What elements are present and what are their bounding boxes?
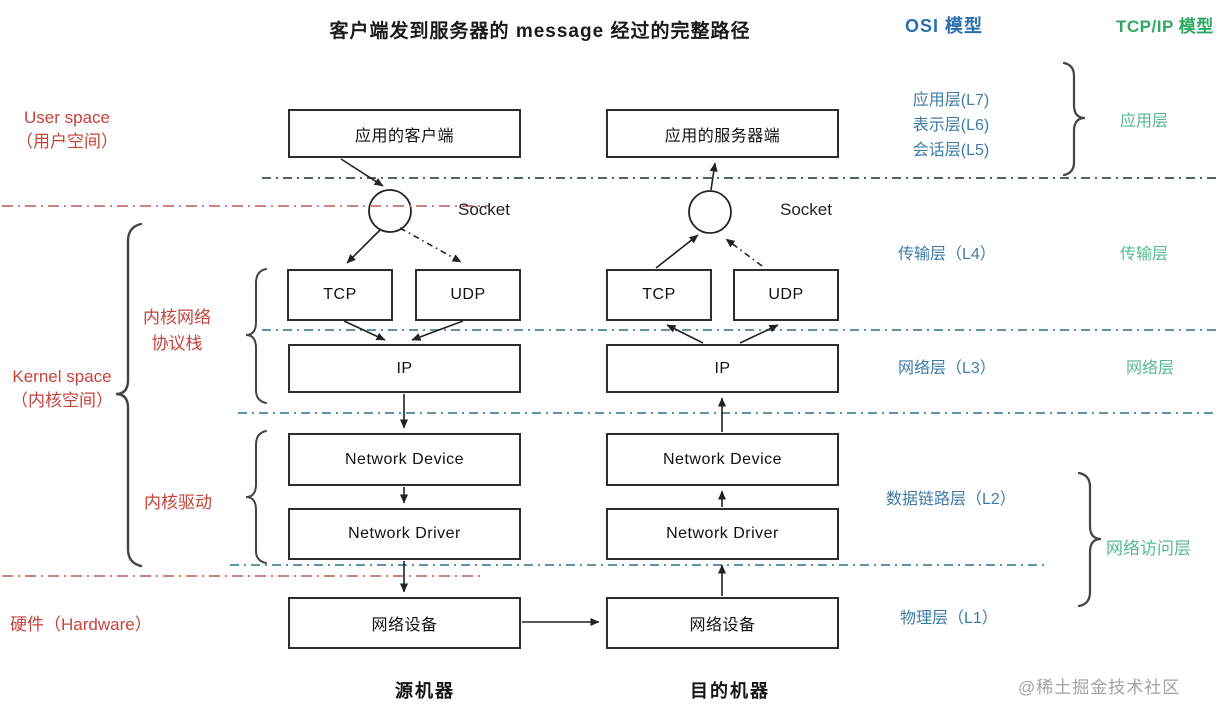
arrow-socket-to-tcp xyxy=(346,229,381,264)
kernel-space-label-en: Kernel space xyxy=(12,367,112,386)
arrow-socket-to-udp-dashed xyxy=(399,227,462,263)
network-driver-box-destination: Network Driver xyxy=(606,508,839,560)
kernel-network-stack-label: 内核网络 协议栈 xyxy=(128,305,226,357)
arrow-tcp-to-socket xyxy=(655,234,699,269)
destination-machine-label: 目的机器 xyxy=(690,681,770,701)
network-device-box-destination: Network Device xyxy=(606,433,839,486)
arrow-socket-to-server xyxy=(709,162,718,191)
user-space-label-cn: （用户空间） xyxy=(16,132,118,151)
server-app-box: 应用的服务器端 xyxy=(606,109,839,158)
source-machine-label: 源机器 xyxy=(395,681,455,701)
user-space-label: User space （用户空间） xyxy=(2,106,132,154)
tcpip-model-heading: TCP/IP 模型 xyxy=(1116,17,1214,36)
page-title: 客户端发到服务器的 message 经过的完整路径 xyxy=(329,21,751,42)
net-equipment-box-source: 网络设备 xyxy=(288,597,521,649)
arrow-ip-to-tcp xyxy=(666,324,704,344)
kernel-space-label-cn: （内核空间） xyxy=(11,391,113,410)
network-device-box-source: Network Device xyxy=(288,433,521,486)
ip-box-destination: IP xyxy=(606,344,839,393)
kernel-network-stack-line1: 内核网络 xyxy=(143,308,211,327)
network-driver-box-source: Network Driver xyxy=(288,508,521,560)
socket-label-right: Socket xyxy=(780,200,832,219)
hardware-label: 硬件（Hardware） xyxy=(10,615,152,634)
kernel-driver-label: 内核驱动 xyxy=(144,493,212,512)
osi-layer-l1: 物理层（L1） xyxy=(900,610,998,627)
udp-box-source: UDP xyxy=(415,269,521,321)
osi-layer-l6: 表示层(L6) xyxy=(912,117,990,134)
kernel-driver-brace xyxy=(245,430,267,564)
osi-layer-l3: 网络层（L3） xyxy=(898,360,996,377)
osi-layer-l4: 传输层（L4） xyxy=(898,246,996,263)
watermark: @稀土掘金技术社区 xyxy=(1018,678,1181,697)
tcpip-layer-transport: 传输层 xyxy=(1120,246,1169,263)
net-equipment-box-destination: 网络设备 xyxy=(606,597,839,649)
tcp-box-destination: TCP xyxy=(606,269,712,321)
tcpip-layer-network: 网络层 xyxy=(1126,360,1175,377)
tcpip-layer-network-access: 网络访问层 xyxy=(1106,539,1191,558)
user-space-label-en: User space xyxy=(24,108,110,127)
kernel-space-label: Kernel space （内核空间） xyxy=(0,365,124,413)
network-access-brace xyxy=(1077,471,1102,608)
osi-upper-layers-label: 应用层(L7) 表示层(L6) 会话层(L5) xyxy=(880,88,1022,163)
arrow-tcp-to-ip xyxy=(343,320,386,341)
socket-circle-right xyxy=(688,190,732,234)
client-app-box: 应用的客户端 xyxy=(288,109,521,158)
tcp-box-source: TCP xyxy=(287,269,393,321)
udp-box-destination: UDP xyxy=(733,269,839,321)
tcpip-layer-application: 应用层 xyxy=(1120,113,1169,130)
osi-layer-l5: 会话层(L5) xyxy=(912,142,990,159)
kernel-stack-brace xyxy=(245,268,267,404)
kernel-network-stack-line2: 协议栈 xyxy=(151,334,203,353)
arrow-udp-to-ip xyxy=(411,320,464,341)
osi-layer-l2: 数据链路层（L2） xyxy=(886,491,1016,508)
osi-model-heading: OSI 模型 xyxy=(905,16,984,36)
arrow-udp-to-socket-dashed xyxy=(725,238,763,267)
arrow-ip-to-udp xyxy=(739,324,779,344)
arrow-client-to-socket xyxy=(340,158,384,187)
socket-label-left: Socket xyxy=(458,200,510,219)
osi-application-brace xyxy=(1062,61,1086,177)
ip-box-source: IP xyxy=(288,344,521,393)
socket-circle-left xyxy=(368,189,412,233)
osi-layer-l7: 应用层(L7) xyxy=(912,92,990,109)
